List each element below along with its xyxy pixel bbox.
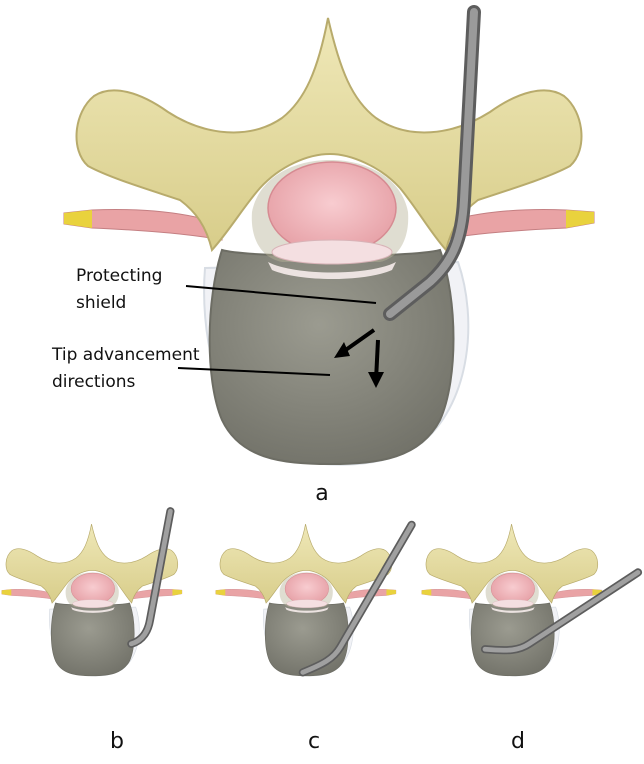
panel-b-illustration <box>2 511 182 676</box>
shield-label-line1: Protecting <box>76 266 162 286</box>
panel-label-b: b <box>110 729 124 754</box>
panel-a-illustration <box>64 12 594 465</box>
panel-c-illustration <box>216 524 412 676</box>
panel-label-c: c <box>308 729 320 754</box>
panel-label-a: a <box>315 481 328 506</box>
panel-label-d: d <box>511 729 525 754</box>
shield-label-line2: shield <box>76 293 126 313</box>
panel-d-illustration <box>422 524 638 676</box>
tip-label-line2: directions <box>52 372 135 392</box>
tip-label-line1: Tip advancement <box>51 345 200 365</box>
